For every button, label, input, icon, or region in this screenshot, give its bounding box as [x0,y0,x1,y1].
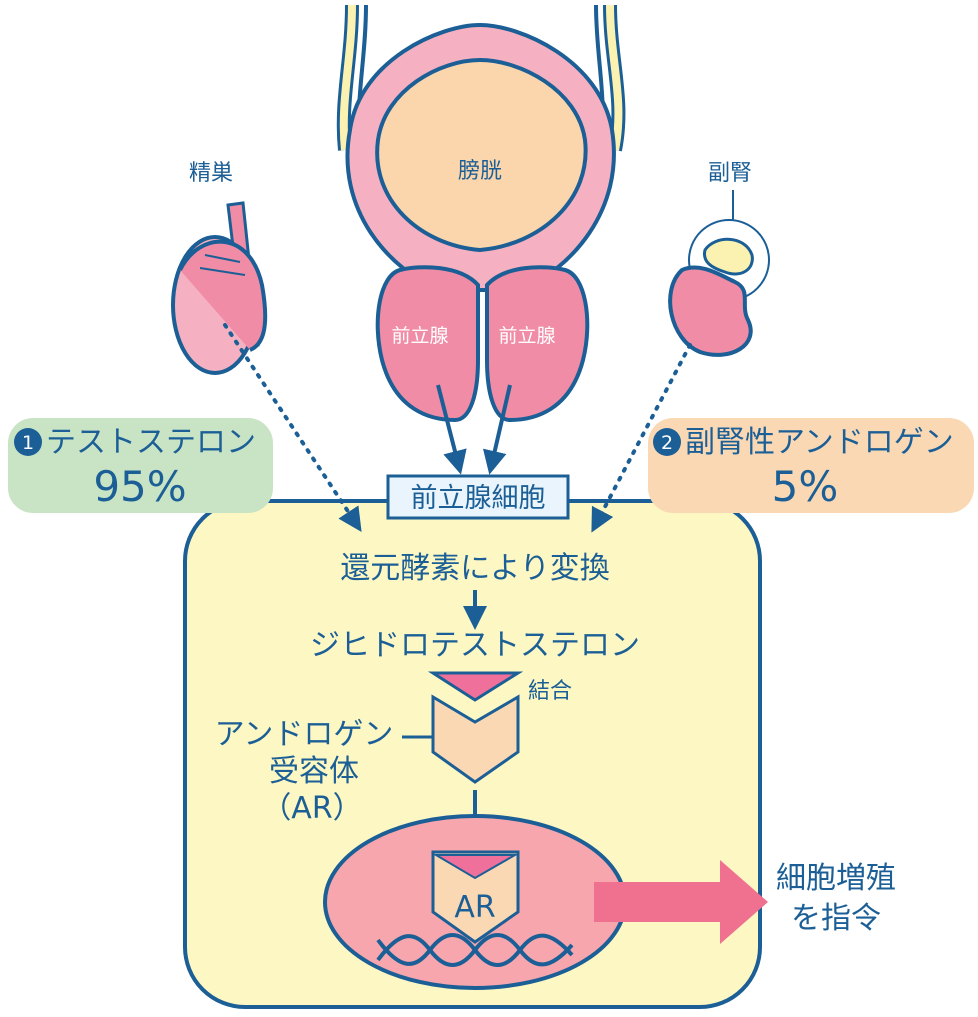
receptor-label-1: アンドロゲン [215,717,394,752]
step-dht: ジヒドロテストステロン [310,628,640,663]
adrenal-androgen-percent: 5% [772,462,839,511]
testosterone-percent: 95% [93,462,186,511]
testosterone-label: テストステロン [46,425,256,460]
number-2-label: 2 [661,432,673,454]
adrenal-label: 副腎 [708,161,752,186]
prostate-right-label: 前立腺 [498,325,555,347]
adrenal-kidney [670,190,769,355]
number-1-label: 1 [22,432,34,454]
outcome-label-1: 細胞増殖 [776,861,896,896]
receptor-label-2: 受容体 [269,754,359,789]
bind-label: 結合 [528,679,572,704]
prostate-left-label: 前立腺 [391,325,448,347]
testis [173,203,265,373]
nucleus-ar-label: AR [454,890,495,925]
receptor-label-3: （AR） [261,791,362,826]
adrenal-androgen-label: 副腎性アンドロゲン [685,425,954,460]
cell-title: 前立腺細胞 [411,483,546,514]
step-reduction-enzyme: 還元酵素により変換 [340,551,609,586]
bladder [347,25,613,290]
outcome-label-2: を指令 [791,901,881,936]
bladder-label: 膀胱 [458,159,502,184]
testis-label: 精巣 [189,161,233,186]
